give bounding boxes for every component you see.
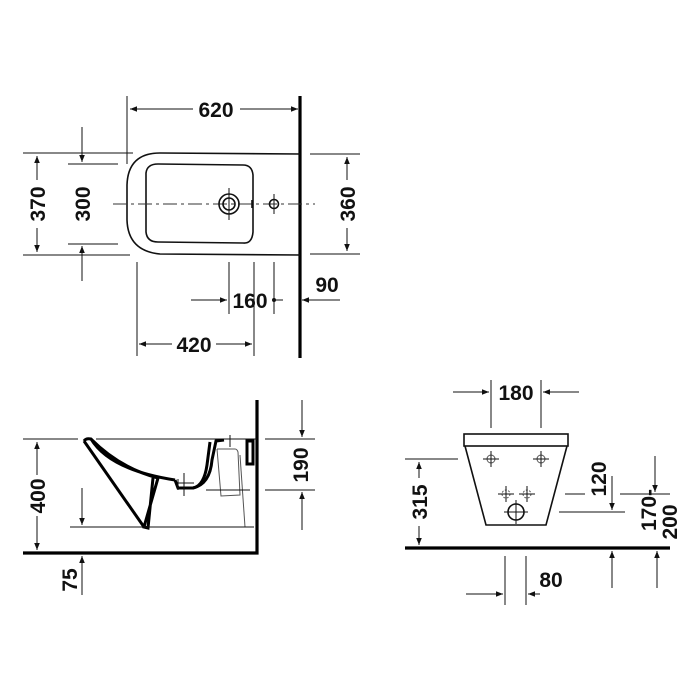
bidet-outline [126, 152, 301, 256]
bidet-body-side [82, 437, 160, 530]
dim-160: 160 [232, 290, 267, 313]
supply-point-right [519, 486, 535, 502]
wall-floor-side [23, 400, 259, 555]
fixing-bolt-left [483, 451, 499, 467]
top-view: 620 370 300 360 160 90 420 [23, 96, 360, 358]
rear-top-plate [463, 433, 569, 447]
waste-outlet [504, 500, 528, 524]
supply-point-left [498, 486, 514, 502]
dim-80: 80 [539, 569, 562, 592]
rear-view: 180 315 120 170- 200 80 [405, 380, 682, 605]
dim-420: 420 [176, 334, 211, 357]
bidet-rim-back [173, 438, 225, 490]
dim-170: 170- [638, 489, 661, 531]
dim-315: 315 [409, 484, 432, 519]
dim-180: 180 [498, 382, 533, 405]
dim-300: 300 [72, 186, 95, 221]
dim-90: 90 [315, 274, 338, 297]
fixing-bracket [216, 448, 241, 497]
dim-400: 400 [27, 478, 50, 513]
side-view: 400 75 190 [23, 400, 315, 595]
bowl-outline [145, 163, 254, 244]
rear-body [464, 445, 568, 526]
dim-120: 120 [588, 461, 611, 496]
dim-360: 360 [337, 186, 360, 221]
dim-200: 200 [659, 504, 682, 539]
fixing-bolt-right [533, 451, 549, 467]
dim-620: 620 [198, 99, 233, 122]
dim-370: 370 [27, 186, 50, 221]
dim-190: 190 [290, 447, 313, 482]
dim-75: 75 [59, 568, 82, 592]
